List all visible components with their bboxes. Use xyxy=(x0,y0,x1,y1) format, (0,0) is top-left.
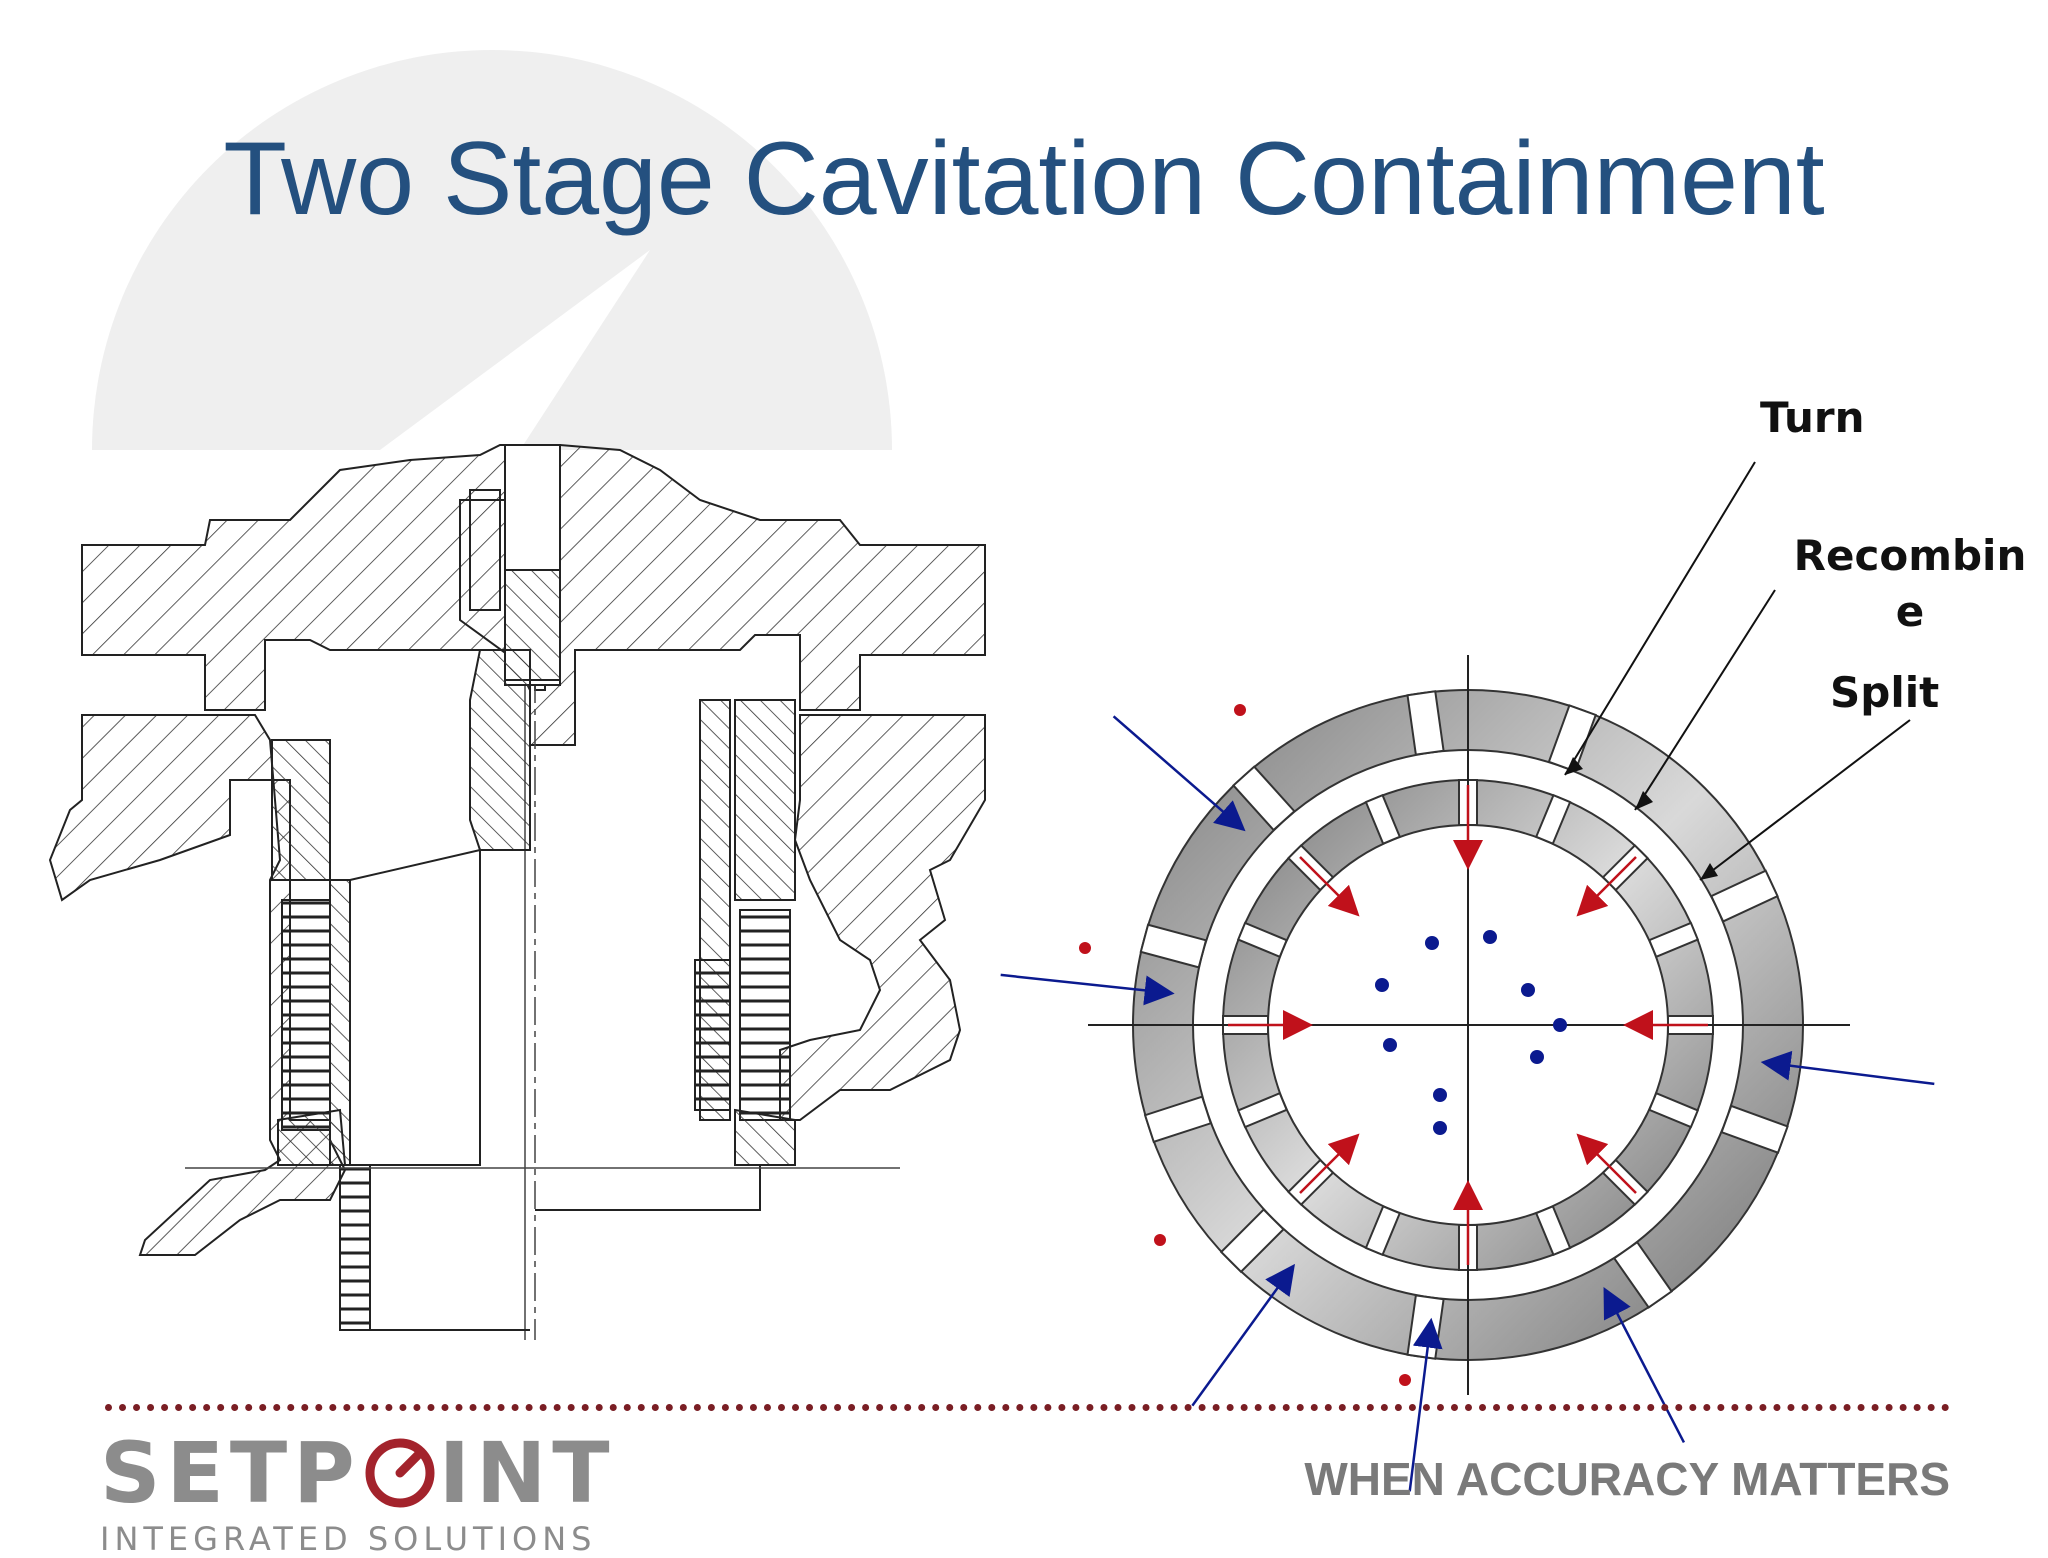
bubble-dot-5 xyxy=(1383,1038,1397,1052)
flow-arrow-outer-4 xyxy=(1603,1287,1686,1444)
bubble-dot-3 xyxy=(1521,983,1535,997)
outer-port-1 xyxy=(1709,869,1779,923)
flow-arrow-outer-0 xyxy=(1112,715,1246,832)
logo-text-right: INT xyxy=(438,1424,616,1522)
label-turn: Turn xyxy=(1760,393,1865,442)
flow-arrow-inner-7 xyxy=(1299,1133,1360,1194)
bubble-dot-0 xyxy=(1425,936,1439,950)
bubble-dot-4 xyxy=(1553,1018,1567,1032)
bubble-dot-7 xyxy=(1433,1088,1447,1102)
inner-port-5 xyxy=(1364,1205,1402,1257)
outer-port-6 xyxy=(1143,1095,1213,1144)
cavitation-marker-2 xyxy=(1154,1234,1166,1246)
inner-port-3 xyxy=(1534,1205,1572,1257)
flow-arrow-inner-4 xyxy=(1576,856,1637,917)
inner-port-9 xyxy=(1236,921,1288,959)
label-recombine: Recombin e xyxy=(1790,528,2030,640)
flow-arrow-outer-1 xyxy=(1000,973,1175,1006)
outer-port-2 xyxy=(1720,1104,1789,1155)
bubble-dot-8 xyxy=(1433,1121,1447,1135)
company-logo: SETP INT INTEGRATED SOLUTIONS xyxy=(100,1428,616,1558)
outer-port-5 xyxy=(1219,1208,1285,1274)
body-left xyxy=(48,714,347,1256)
flow-arrow-outer-3 xyxy=(1191,1263,1295,1407)
bubble-dot-2 xyxy=(1375,978,1389,992)
inner-port-13 xyxy=(1534,793,1572,845)
logo-wordmark: SETP INT xyxy=(100,1428,616,1518)
outer-port-3 xyxy=(1612,1240,1674,1309)
flow-arrow-inner-6 xyxy=(1576,1133,1637,1194)
inner-port-7 xyxy=(1236,1091,1288,1129)
outer-port-8 xyxy=(1232,765,1296,832)
inner-port-15 xyxy=(1648,921,1700,959)
tagline: WHEN ACCURACY MATTERS xyxy=(1304,1453,1950,1505)
page-title: Two Stage Cavitation Containment xyxy=(223,121,1825,237)
cavitation-marker-0 xyxy=(1234,704,1246,716)
logo-subtitle: INTEGRATED SOLUTIONS xyxy=(100,1520,597,1558)
cage-left xyxy=(271,739,331,881)
label-recombine-line2: e xyxy=(1895,587,1925,636)
inner-port-11 xyxy=(1364,793,1402,845)
logo-dial-icon xyxy=(365,1438,435,1508)
label-recombine-line1: Recombin xyxy=(1793,531,2027,580)
outer-port-7 xyxy=(1139,923,1208,969)
bubble-dot-6 xyxy=(1530,1050,1544,1064)
body-right xyxy=(779,714,986,1121)
bubble-dot-1 xyxy=(1483,930,1497,944)
cavitation-marker-3 xyxy=(1399,1374,1411,1386)
inner-port-1 xyxy=(1648,1091,1700,1129)
logo-text-left: SETP xyxy=(100,1424,361,1522)
flow-arrow-outer-2 xyxy=(1760,1050,1935,1086)
outer-port-9 xyxy=(1406,690,1445,756)
flow-arrow-inner-5 xyxy=(1299,856,1360,917)
label-split: Split xyxy=(1830,668,1940,717)
footer-divider xyxy=(105,1404,1950,1411)
cavitation-marker-1 xyxy=(1079,942,1091,954)
cage-right xyxy=(734,699,796,901)
